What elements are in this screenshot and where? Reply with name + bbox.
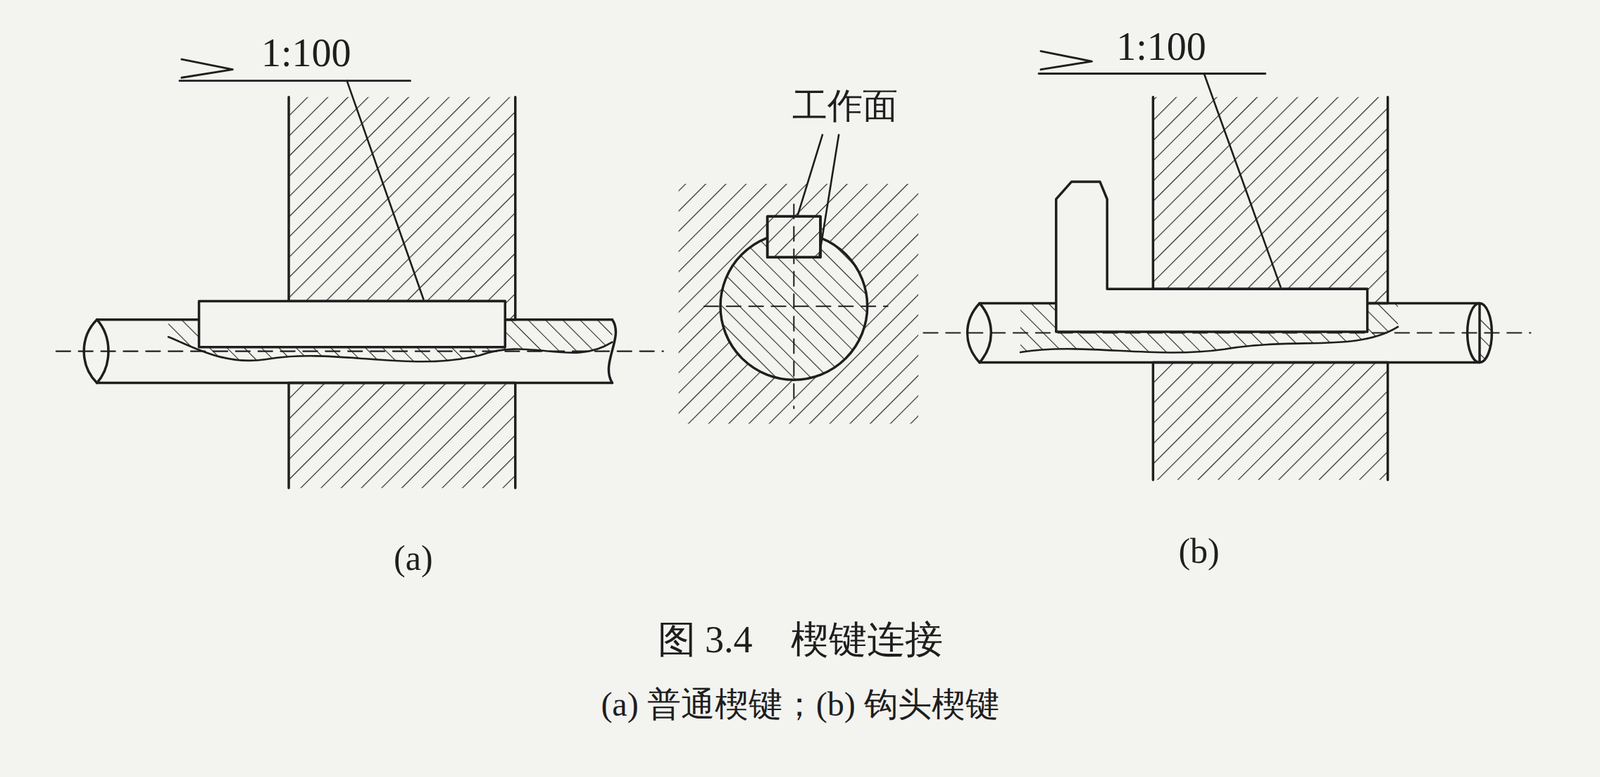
figure-caption: 图 3.4 楔键连接 xyxy=(657,617,943,662)
face-label: 工作面 xyxy=(792,85,898,127)
figure-b xyxy=(923,51,1531,481)
slope-label: 1:100 xyxy=(261,30,352,76)
subcaption: (a) 普通楔键；(b) 钩头楔键 xyxy=(600,684,999,724)
figure-a xyxy=(56,59,664,489)
subfigure-label: (b) xyxy=(1178,530,1220,572)
figure-section xyxy=(678,134,920,424)
slope-label: 1:100 xyxy=(1116,23,1207,70)
subfigure-label: (a) xyxy=(393,538,434,579)
